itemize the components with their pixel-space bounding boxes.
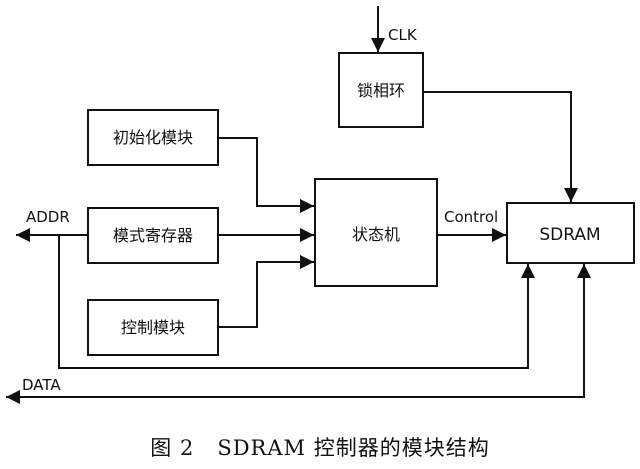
control-label: Control bbox=[444, 208, 498, 226]
sdram-block: SDRAM bbox=[506, 202, 635, 264]
figure-caption: 图 2 SDRAM 控制器的模块结构 bbox=[150, 436, 489, 460]
state-machine-block: 状态机 bbox=[314, 178, 438, 287]
control-module-label: 控制模块 bbox=[121, 318, 185, 337]
addr-label: ADDR bbox=[26, 208, 70, 226]
mode-register-label: 模式寄存器 bbox=[113, 226, 193, 245]
data-label: DATA bbox=[22, 376, 61, 394]
pll-block: 锁相环 bbox=[338, 52, 424, 128]
init-module-block: 初始化模块 bbox=[87, 109, 219, 166]
control-module-block: 控制模块 bbox=[87, 299, 219, 356]
state-machine-label: 状态机 bbox=[352, 225, 400, 244]
clk-label: CLK bbox=[388, 26, 418, 44]
mode-register-block: 模式寄存器 bbox=[87, 207, 219, 264]
ctrl-to-fsm-arrow bbox=[218, 255, 314, 328]
data-bus bbox=[6, 264, 591, 404]
init-module-label: 初始化模块 bbox=[113, 128, 193, 147]
init-to-fsm-arrow bbox=[218, 137, 314, 213]
sdram-label: SDRAM bbox=[539, 225, 600, 245]
pll-label: 锁相环 bbox=[357, 81, 405, 100]
pll-to-sdram-arrow bbox=[423, 91, 578, 202]
connections bbox=[6, 6, 591, 404]
